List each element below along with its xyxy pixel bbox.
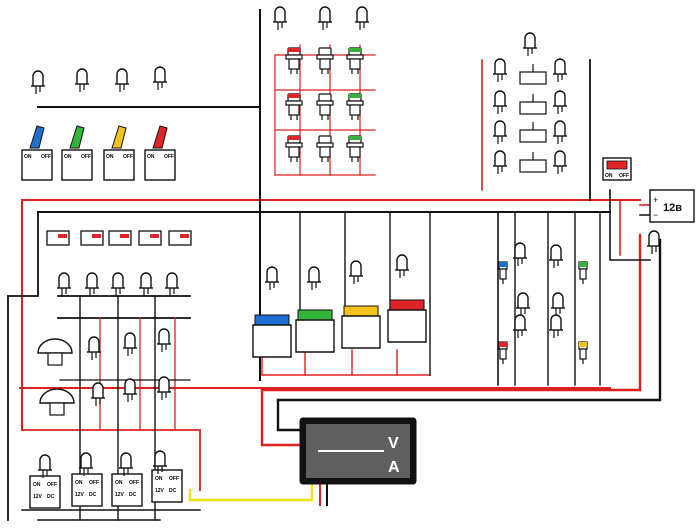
mushroom-button[interactable] bbox=[39, 388, 75, 416]
rocker-off-label: OFF bbox=[129, 480, 139, 486]
push-button[interactable] bbox=[346, 93, 364, 121]
small-rocker[interactable] bbox=[46, 230, 70, 246]
middle-leds bbox=[56, 254, 410, 297]
toggle-on-off-on[interactable] bbox=[519, 64, 547, 85]
power-supply: 12в + − bbox=[649, 189, 695, 223]
rocker-on-label: ON bbox=[605, 173, 613, 179]
rocker-dc-label: DC bbox=[89, 492, 97, 498]
right-toggle-stack bbox=[492, 32, 568, 175]
meter-v-label: V bbox=[388, 435, 399, 452]
push-button[interactable] bbox=[285, 93, 303, 121]
lamp-button-yellow[interactable] bbox=[341, 305, 381, 349]
toggle-switch-blue[interactable]: ON OFF bbox=[21, 125, 53, 181]
toggle-switch-green[interactable]: ON OFF bbox=[61, 125, 93, 181]
toggle-on-off-on[interactable] bbox=[519, 122, 547, 143]
rocker-off-label: OFF bbox=[169, 476, 179, 482]
toggle-on-label: ON bbox=[24, 154, 32, 160]
bottom-rocker[interactable]: ON OFF 12V DC bbox=[151, 469, 183, 503]
toggle-off-label: OFF bbox=[81, 154, 91, 160]
toggle-off-label: OFF bbox=[123, 154, 133, 160]
push-button[interactable] bbox=[346, 135, 364, 163]
rocker-dc-label: DC bbox=[47, 494, 55, 500]
top-center-leds bbox=[272, 6, 370, 31]
rocker-dc-label: DC bbox=[129, 492, 137, 498]
mini-push-green[interactable] bbox=[578, 261, 588, 285]
toggle-switch-red[interactable]: ON OFF bbox=[144, 125, 176, 181]
rocker-off-label: OFF bbox=[619, 173, 629, 179]
rocker-dc-label: DC bbox=[169, 488, 177, 494]
volt-amp-meter: V A bbox=[299, 417, 417, 485]
push-button[interactable] bbox=[346, 47, 364, 75]
mini-push-red[interactable] bbox=[498, 341, 508, 365]
bottom-rocker[interactable]: ON OFF 12V DC bbox=[111, 473, 143, 507]
small-rocker[interactable] bbox=[108, 230, 132, 246]
power-minus-sign: − bbox=[653, 210, 658, 220]
toggle-off-label: OFF bbox=[41, 154, 51, 160]
mushroom-buttons bbox=[37, 338, 75, 416]
bottom-rocker[interactable]: ON OFF 12V DC bbox=[29, 475, 61, 509]
rocker-on-label: ON bbox=[33, 482, 41, 488]
toggle-on-label: ON bbox=[64, 154, 72, 160]
meter-a-label: A bbox=[388, 459, 400, 476]
mushroom-button[interactable] bbox=[37, 338, 73, 366]
toggle-on-label: ON bbox=[147, 154, 155, 160]
power-supply-label: 12в bbox=[663, 202, 682, 214]
toggle-off-label: OFF bbox=[164, 154, 174, 160]
small-rocker[interactable] bbox=[138, 230, 162, 246]
push-button[interactable] bbox=[285, 47, 303, 75]
toggle-on-off-on[interactable] bbox=[519, 152, 547, 173]
rocker-on-label: ON bbox=[115, 480, 123, 486]
power-plus-sign: + bbox=[653, 195, 658, 205]
toggle-switches: ON OFF ON OFF ON OFF ON OFF bbox=[21, 125, 176, 181]
mini-push-blue[interactable] bbox=[498, 261, 508, 285]
big-lamp-buttons bbox=[252, 299, 427, 358]
push-button[interactable] bbox=[285, 135, 303, 163]
top-left-leds bbox=[30, 66, 168, 95]
rocker-on-label: ON bbox=[155, 476, 163, 482]
main-rocker-switch[interactable]: ON OFF bbox=[602, 157, 632, 181]
toggle-on-off-on[interactable] bbox=[519, 94, 547, 115]
bottom-rockers: ON OFF 12V DC ON OFF 12V DC ON OFF 12V D… bbox=[29, 450, 183, 509]
small-rocker[interactable] bbox=[168, 230, 192, 246]
push-button-grid bbox=[285, 47, 364, 163]
lamp-button-red[interactable] bbox=[387, 299, 427, 343]
toggle-on-label: ON bbox=[106, 154, 114, 160]
mini-push-buttons bbox=[498, 242, 588, 365]
rocker-volt-label: 12V bbox=[75, 492, 85, 498]
rocker-on-label: ON bbox=[75, 480, 83, 486]
rocker-off-label: OFF bbox=[89, 480, 99, 486]
small-rocker-row bbox=[46, 230, 192, 246]
mini-push-yellow[interactable] bbox=[578, 341, 588, 365]
bottom-rocker[interactable]: ON OFF 12V DC bbox=[71, 473, 103, 507]
lamp-button-blue[interactable] bbox=[252, 314, 292, 358]
rocker-off-label: OFF bbox=[47, 482, 57, 488]
rocker-volt-label: 12V bbox=[155, 488, 165, 494]
toggle-switch-yellow[interactable]: ON OFF bbox=[103, 125, 135, 181]
lamp-button-green[interactable] bbox=[295, 309, 335, 353]
rocker-volt-label: 12V bbox=[115, 492, 125, 498]
small-rocker[interactable] bbox=[80, 230, 104, 246]
rocker-volt-label: 12V bbox=[33, 494, 43, 500]
